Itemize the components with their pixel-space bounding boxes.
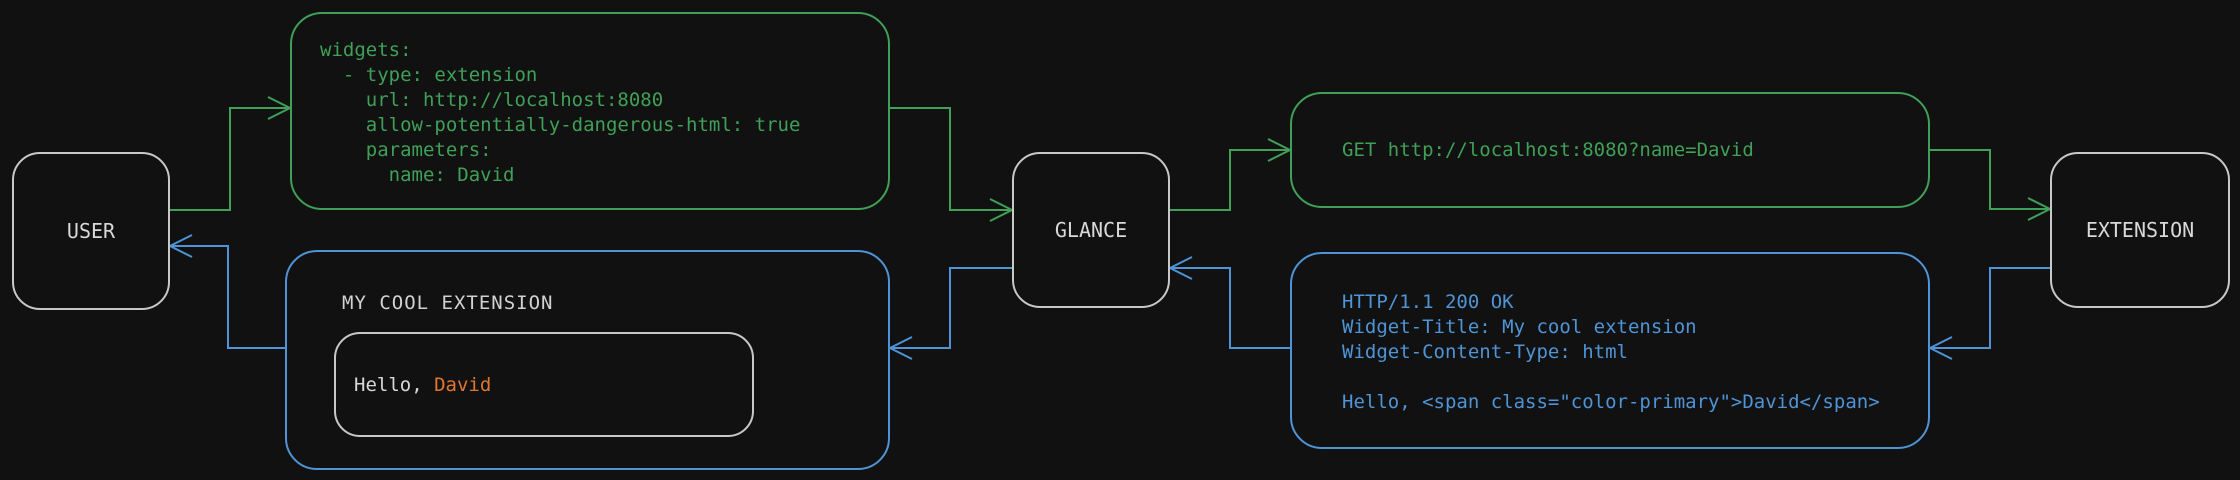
- arrow-widget-to-user-head: [167, 234, 193, 258]
- response-text: HTTP/1.1 200 OK Widget-Title: My cool ex…: [1342, 291, 1880, 413]
- config-box: widgets: - type: extension url: http://l…: [290, 12, 890, 210]
- user-node-label: USER: [66, 219, 116, 243]
- arrow-user-to-config-head: [267, 96, 293, 120]
- arrow-extension-to-response-line: [1932, 267, 2050, 349]
- request-text: GET http://localhost:8080?name=David: [1342, 139, 1754, 161]
- arrow-user-to-config-line: [170, 107, 288, 211]
- config-yaml-text: widgets: - type: extension url: http://l…: [320, 39, 801, 186]
- extension-node: EXTENSION: [2050, 152, 2230, 308]
- response-box: HTTP/1.1 200 OK Widget-Title: My cool ex…: [1290, 252, 1930, 449]
- widget-title: MY COOL EXTENSION: [342, 292, 554, 314]
- widget-greeting-box: Hello, David: [334, 332, 754, 437]
- arrow-request-to-extension-line: [1930, 149, 2048, 210]
- extension-node-label: EXTENSION: [2085, 218, 2195, 242]
- glance-node-label: GLANCE: [1054, 218, 1128, 242]
- arrow-response-to-glance-line: [1172, 267, 1290, 349]
- arrow-extension-to-response-head: [1927, 336, 1953, 360]
- arrow-widget-to-user-line: [172, 245, 285, 349]
- arrow-glance-to-widget-head: [887, 336, 913, 360]
- widget-box: MY COOL EXTENSION Hello, David: [285, 250, 890, 470]
- arrow-glance-to-request-head: [1267, 138, 1293, 162]
- greeting-prefix: Hello,: [354, 373, 435, 396]
- arrow-glance-to-widget-line: [892, 267, 1012, 349]
- greeting-name: David: [434, 373, 492, 396]
- arrow-config-to-glance-head: [989, 198, 1015, 222]
- glance-node: GLANCE: [1012, 152, 1170, 308]
- request-box: GET http://localhost:8080?name=David: [1290, 92, 1930, 208]
- arrow-request-to-extension-head: [2027, 197, 2053, 221]
- user-node: USER: [12, 152, 170, 310]
- arrow-response-to-glance-head: [1167, 256, 1193, 280]
- arrow-glance-to-request-line: [1170, 149, 1288, 211]
- arrow-config-to-glance-line: [890, 107, 1010, 211]
